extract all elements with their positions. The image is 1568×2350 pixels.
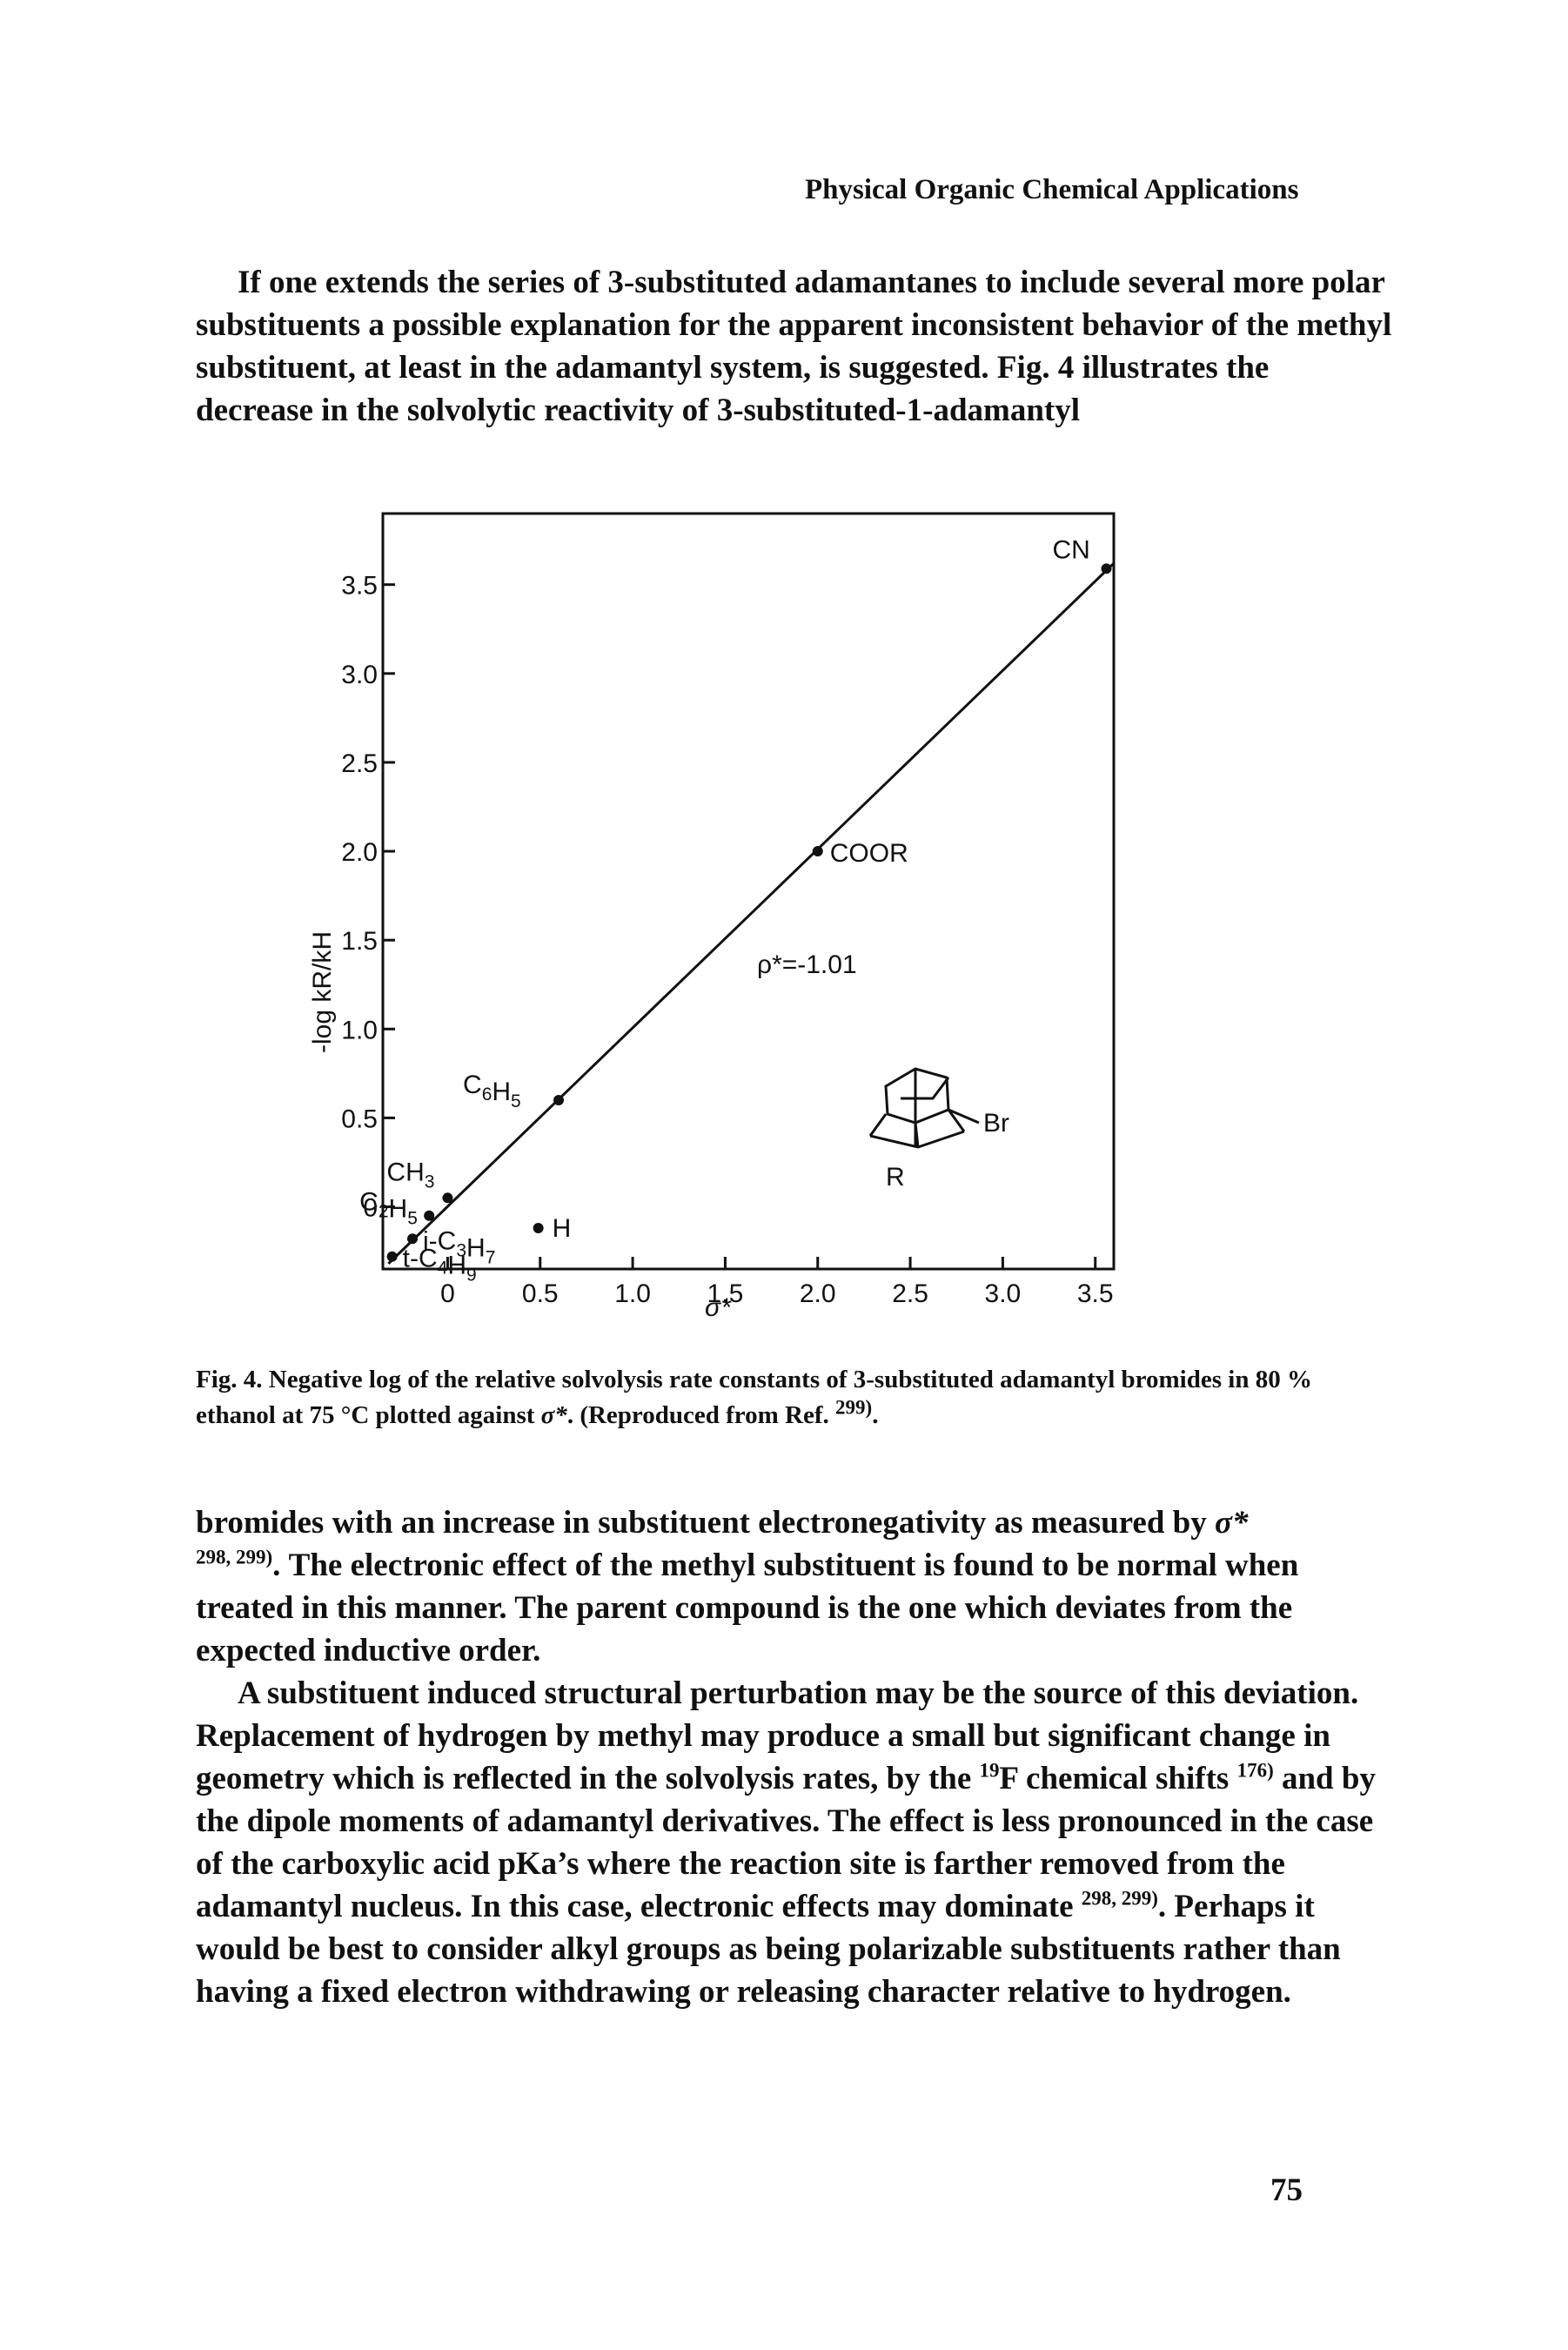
- caption-ref: 299): [835, 1396, 873, 1419]
- x-tick-label: 3.0: [985, 1279, 1022, 1308]
- adamantyl-structure-drawing: [868, 1067, 980, 1149]
- y-axis-label: -log kR/kH: [308, 931, 337, 1053]
- y-tick-label: 0.5: [341, 1104, 378, 1133]
- p2-part2: . The electronic effect of the methyl su…: [196, 1548, 1299, 1668]
- y-tick-label: 0: [363, 1194, 378, 1223]
- point-label: C6H5: [463, 1071, 521, 1111]
- x-tick-label: 3.5: [1077, 1279, 1114, 1308]
- plot-frame: [381, 512, 1116, 1271]
- data-point: [424, 1210, 435, 1221]
- data-point: [553, 1094, 565, 1105]
- y-tick-label: 1.0: [341, 1016, 378, 1044]
- x-axis-label: σ*: [705, 1293, 732, 1322]
- data-point: [407, 1233, 419, 1245]
- running-head: Physical Organic Chemical Applications: [805, 174, 1299, 205]
- caption-sigma: σ*: [540, 1401, 567, 1429]
- point-label: H: [553, 1214, 572, 1243]
- caption-text-after: . (Reproduced from Ref.: [566, 1401, 836, 1429]
- p3-ref-19: 19: [979, 1759, 1000, 1782]
- structure-label-r: R: [886, 1163, 905, 1192]
- p2-part1: bromides with an increase in substituent…: [196, 1505, 1215, 1541]
- intro-text: If one extends the series of 3-substitut…: [196, 265, 1392, 428]
- figure-4-chart: 0 0.5 1.0 1.5 2.0 2.5 3.0 3.5 0 0.5 1.0 1.5 2.0 2.5 3.…: [308, 512, 1116, 1322]
- regression-line: [387, 562, 1116, 1265]
- structure-label-br: Br: [983, 1109, 1009, 1138]
- figure-caption: Fig. 4. Negative log of the relative sol…: [196, 1362, 1392, 1434]
- x-tick-label: 0.5: [522, 1279, 559, 1308]
- data-point: [1101, 563, 1112, 574]
- data-point: [533, 1223, 544, 1234]
- y-tick-label: 1.5: [341, 927, 378, 956]
- caption-label: Fig. 4.: [196, 1366, 263, 1393]
- p3-part3: and by the dipole moments of adamantyl d…: [196, 1761, 1376, 1924]
- caption-end: .: [872, 1401, 879, 1429]
- point-label: CH3: [386, 1158, 434, 1192]
- data-point: [812, 846, 823, 857]
- point-label: CN: [1052, 535, 1089, 564]
- y-tick-label: 2.5: [341, 749, 378, 778]
- paragraph-3: A substituent induced structural perturb…: [196, 1672, 1392, 2013]
- point-label: t-C4H9: [403, 1245, 477, 1286]
- plot-border: [381, 512, 1116, 1271]
- point-label: C2H5: [359, 1188, 418, 1229]
- p3-part4: . Perhaps it would be best to consider a…: [196, 1889, 1341, 2010]
- x-tick-label: 0: [440, 1279, 455, 1308]
- point-label: COOR: [830, 839, 908, 868]
- y-tick-label: 3.5: [341, 572, 378, 601]
- p3-part2: F chemical shifts: [999, 1761, 1237, 1796]
- body-after-figure: bromides with an increase in substituent…: [196, 1501, 1392, 2013]
- data-point: [442, 1192, 453, 1204]
- y-tick-label: 2.0: [341, 838, 378, 867]
- rho-annotation: ρ*=-1.01: [757, 950, 857, 979]
- p3-ref-298: 298, 299): [1081, 1887, 1158, 1910]
- page-number: 75: [1270, 2172, 1303, 2208]
- p2-ref: 298, 299): [196, 1546, 273, 1568]
- x-tick-label: 2.5: [892, 1279, 928, 1308]
- x-tick-label: 1.5: [707, 1279, 744, 1308]
- p2-sigma: σ*: [1215, 1505, 1249, 1541]
- point-label: i-C3H7: [423, 1226, 495, 1267]
- y-tick-label: 3.0: [341, 661, 378, 689]
- p3-ref-176: 176): [1236, 1759, 1274, 1782]
- data-point: [386, 1251, 398, 1262]
- x-tick-label: 2.0: [800, 1279, 836, 1308]
- paragraph-2: bromides with an increase in substituent…: [196, 1501, 1392, 1672]
- p3-part1: A substituent induced structural perturb…: [196, 1675, 1359, 1796]
- x-tick-label: 1.0: [614, 1279, 651, 1308]
- caption-text: Negative log of the relative solvolysis …: [196, 1366, 1312, 1429]
- intro-paragraph: If one extends the series of 3-substitut…: [196, 261, 1392, 432]
